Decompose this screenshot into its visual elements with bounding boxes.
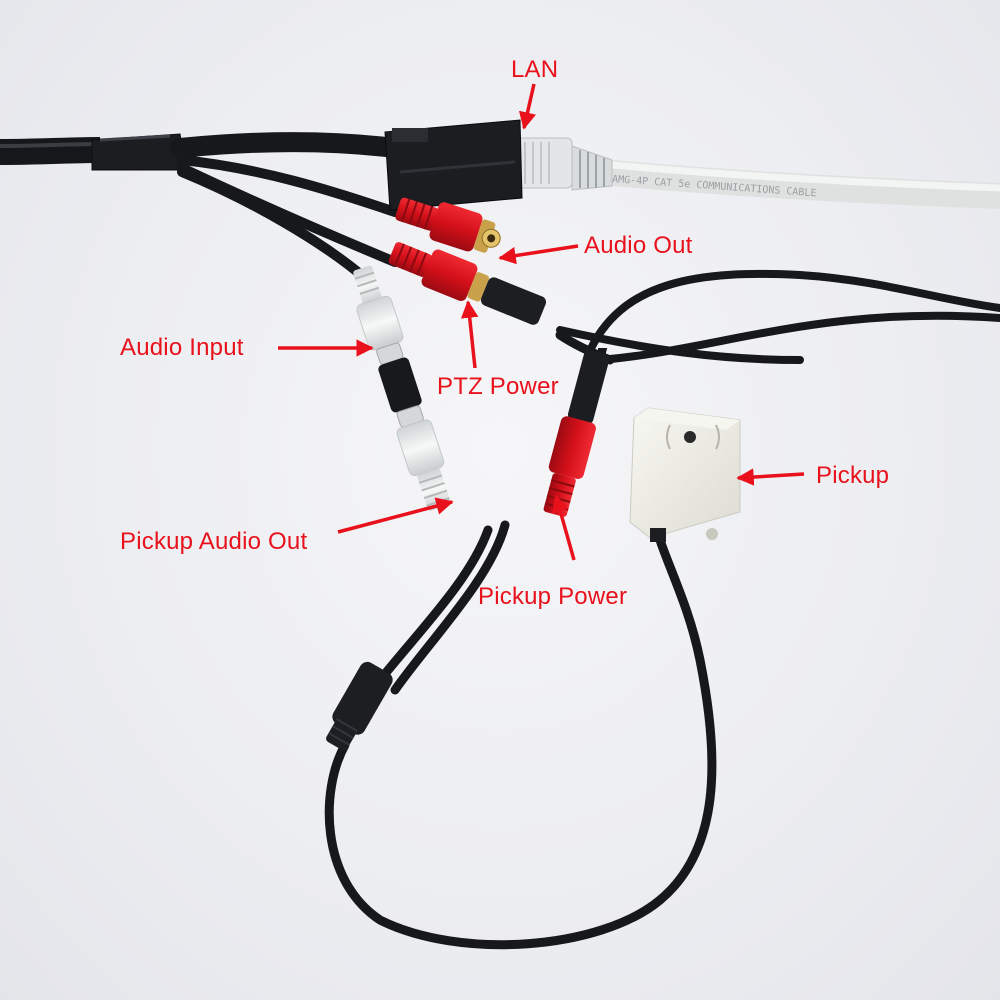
label-audio-out: Audio Out bbox=[584, 232, 693, 259]
ptz-power-connector bbox=[388, 242, 547, 325]
pickup-power-connector bbox=[543, 348, 610, 517]
arrow-ptz-power bbox=[460, 300, 479, 369]
pickup-cables bbox=[324, 520, 717, 950]
audio-out-rca bbox=[395, 197, 501, 253]
arrow-pickup-power bbox=[551, 494, 576, 561]
label-audio-input: Audio Input bbox=[120, 334, 244, 361]
arrow-lan bbox=[518, 83, 537, 130]
label-pickup-power: Pickup Power bbox=[478, 583, 628, 610]
lan-cable: AMG-4P CAT 5e COMMUNICATIONS CABLE bbox=[515, 137, 1000, 209]
audio-input-chain bbox=[353, 265, 451, 511]
y-splitter bbox=[326, 661, 393, 751]
label-pickup: Pickup bbox=[816, 462, 890, 489]
main-cable bbox=[0, 133, 187, 171]
arrow-pickup bbox=[736, 468, 805, 486]
pickup-box bbox=[629, 407, 741, 542]
label-pickup-audio-out: Pickup Audio Out bbox=[120, 528, 308, 555]
label-ptz-power: PTZ Power bbox=[437, 373, 559, 400]
annotation-arrows bbox=[278, 83, 805, 561]
arrow-audio-out bbox=[498, 244, 579, 265]
arrow-pickup-audio-out bbox=[337, 497, 454, 534]
lan-coupler bbox=[384, 119, 523, 211]
label-lan: LAN bbox=[511, 56, 559, 83]
rj45-plug bbox=[515, 137, 613, 191]
